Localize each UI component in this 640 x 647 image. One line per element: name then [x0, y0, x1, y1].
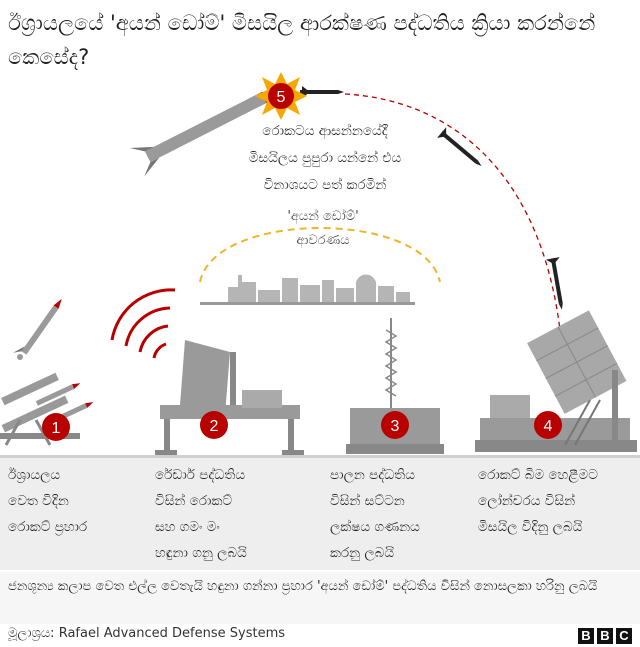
- radar-waves-icon: [110, 288, 176, 359]
- step-4-description: රොකට් බිම හෙළීමට ලෝන්චරය විසින් මිසයිල ව…: [478, 467, 598, 535]
- footnote-band: [0, 572, 640, 624]
- explosion-icon: [255, 72, 307, 120]
- badge-number: 1: [52, 420, 61, 437]
- step-badge-3: [381, 411, 409, 439]
- badge-number: 5: [277, 89, 286, 106]
- badge-number: 3: [391, 418, 400, 435]
- launcher-icon: [475, 310, 637, 452]
- interceptor-missile-icon: [545, 257, 563, 310]
- interceptor-missile-icon: [437, 127, 482, 166]
- step-badge-4: [534, 411, 562, 439]
- badge-number: 4: [544, 418, 553, 435]
- step-1-description: ඊශ්‍රායලය වෙත විදින රොකට් ප්‍රහාර: [8, 467, 88, 535]
- step-badge-2: [200, 411, 228, 439]
- bbc-logo-letter: B: [578, 628, 594, 644]
- step-5-description: රොකටය ආසන්නයේදී මිසයිලය පුපුරා යන්නේ එය …: [248, 123, 402, 193]
- ground-line: [0, 455, 640, 459]
- step-badge-1: [42, 413, 70, 441]
- interceptor-trajectory: [344, 93, 561, 331]
- dome-label: 'අයන් ඩෝම්' ආවරණය: [287, 209, 359, 248]
- bbc-logo-letter: B: [597, 628, 613, 644]
- bbc-logo-letter: C: [616, 628, 632, 644]
- badge-number: 2: [210, 418, 219, 435]
- page-title: ඊශ්‍රායලයේ 'අයන් ඩෝම්' මිසයිල ආරක්ෂණ පද්…: [8, 11, 596, 69]
- radar-icon: [155, 340, 304, 455]
- source-credit: මූලාශ්‍රය: Rafael Advanced Defense Syste…: [8, 626, 286, 641]
- dome-arc: [199, 227, 441, 283]
- city-skyline: [200, 274, 415, 305]
- step-3-description: පාලන පද්ධතිය විසින් සට්ටන ලක්ෂය ගණනය කරන…: [330, 467, 420, 561]
- step-2-description: රේඩාර් පද්ධතිය විසින් රොකට් සහ ගමං මං හඳ…: [155, 467, 247, 561]
- bbc-logo: B B C: [578, 628, 632, 644]
- footnote: ජනශූන්‍ය කලාප වෙත එල්ල වෙතැයි හඳුනා ගන්න…: [8, 579, 598, 594]
- steps-band: [0, 458, 640, 570]
